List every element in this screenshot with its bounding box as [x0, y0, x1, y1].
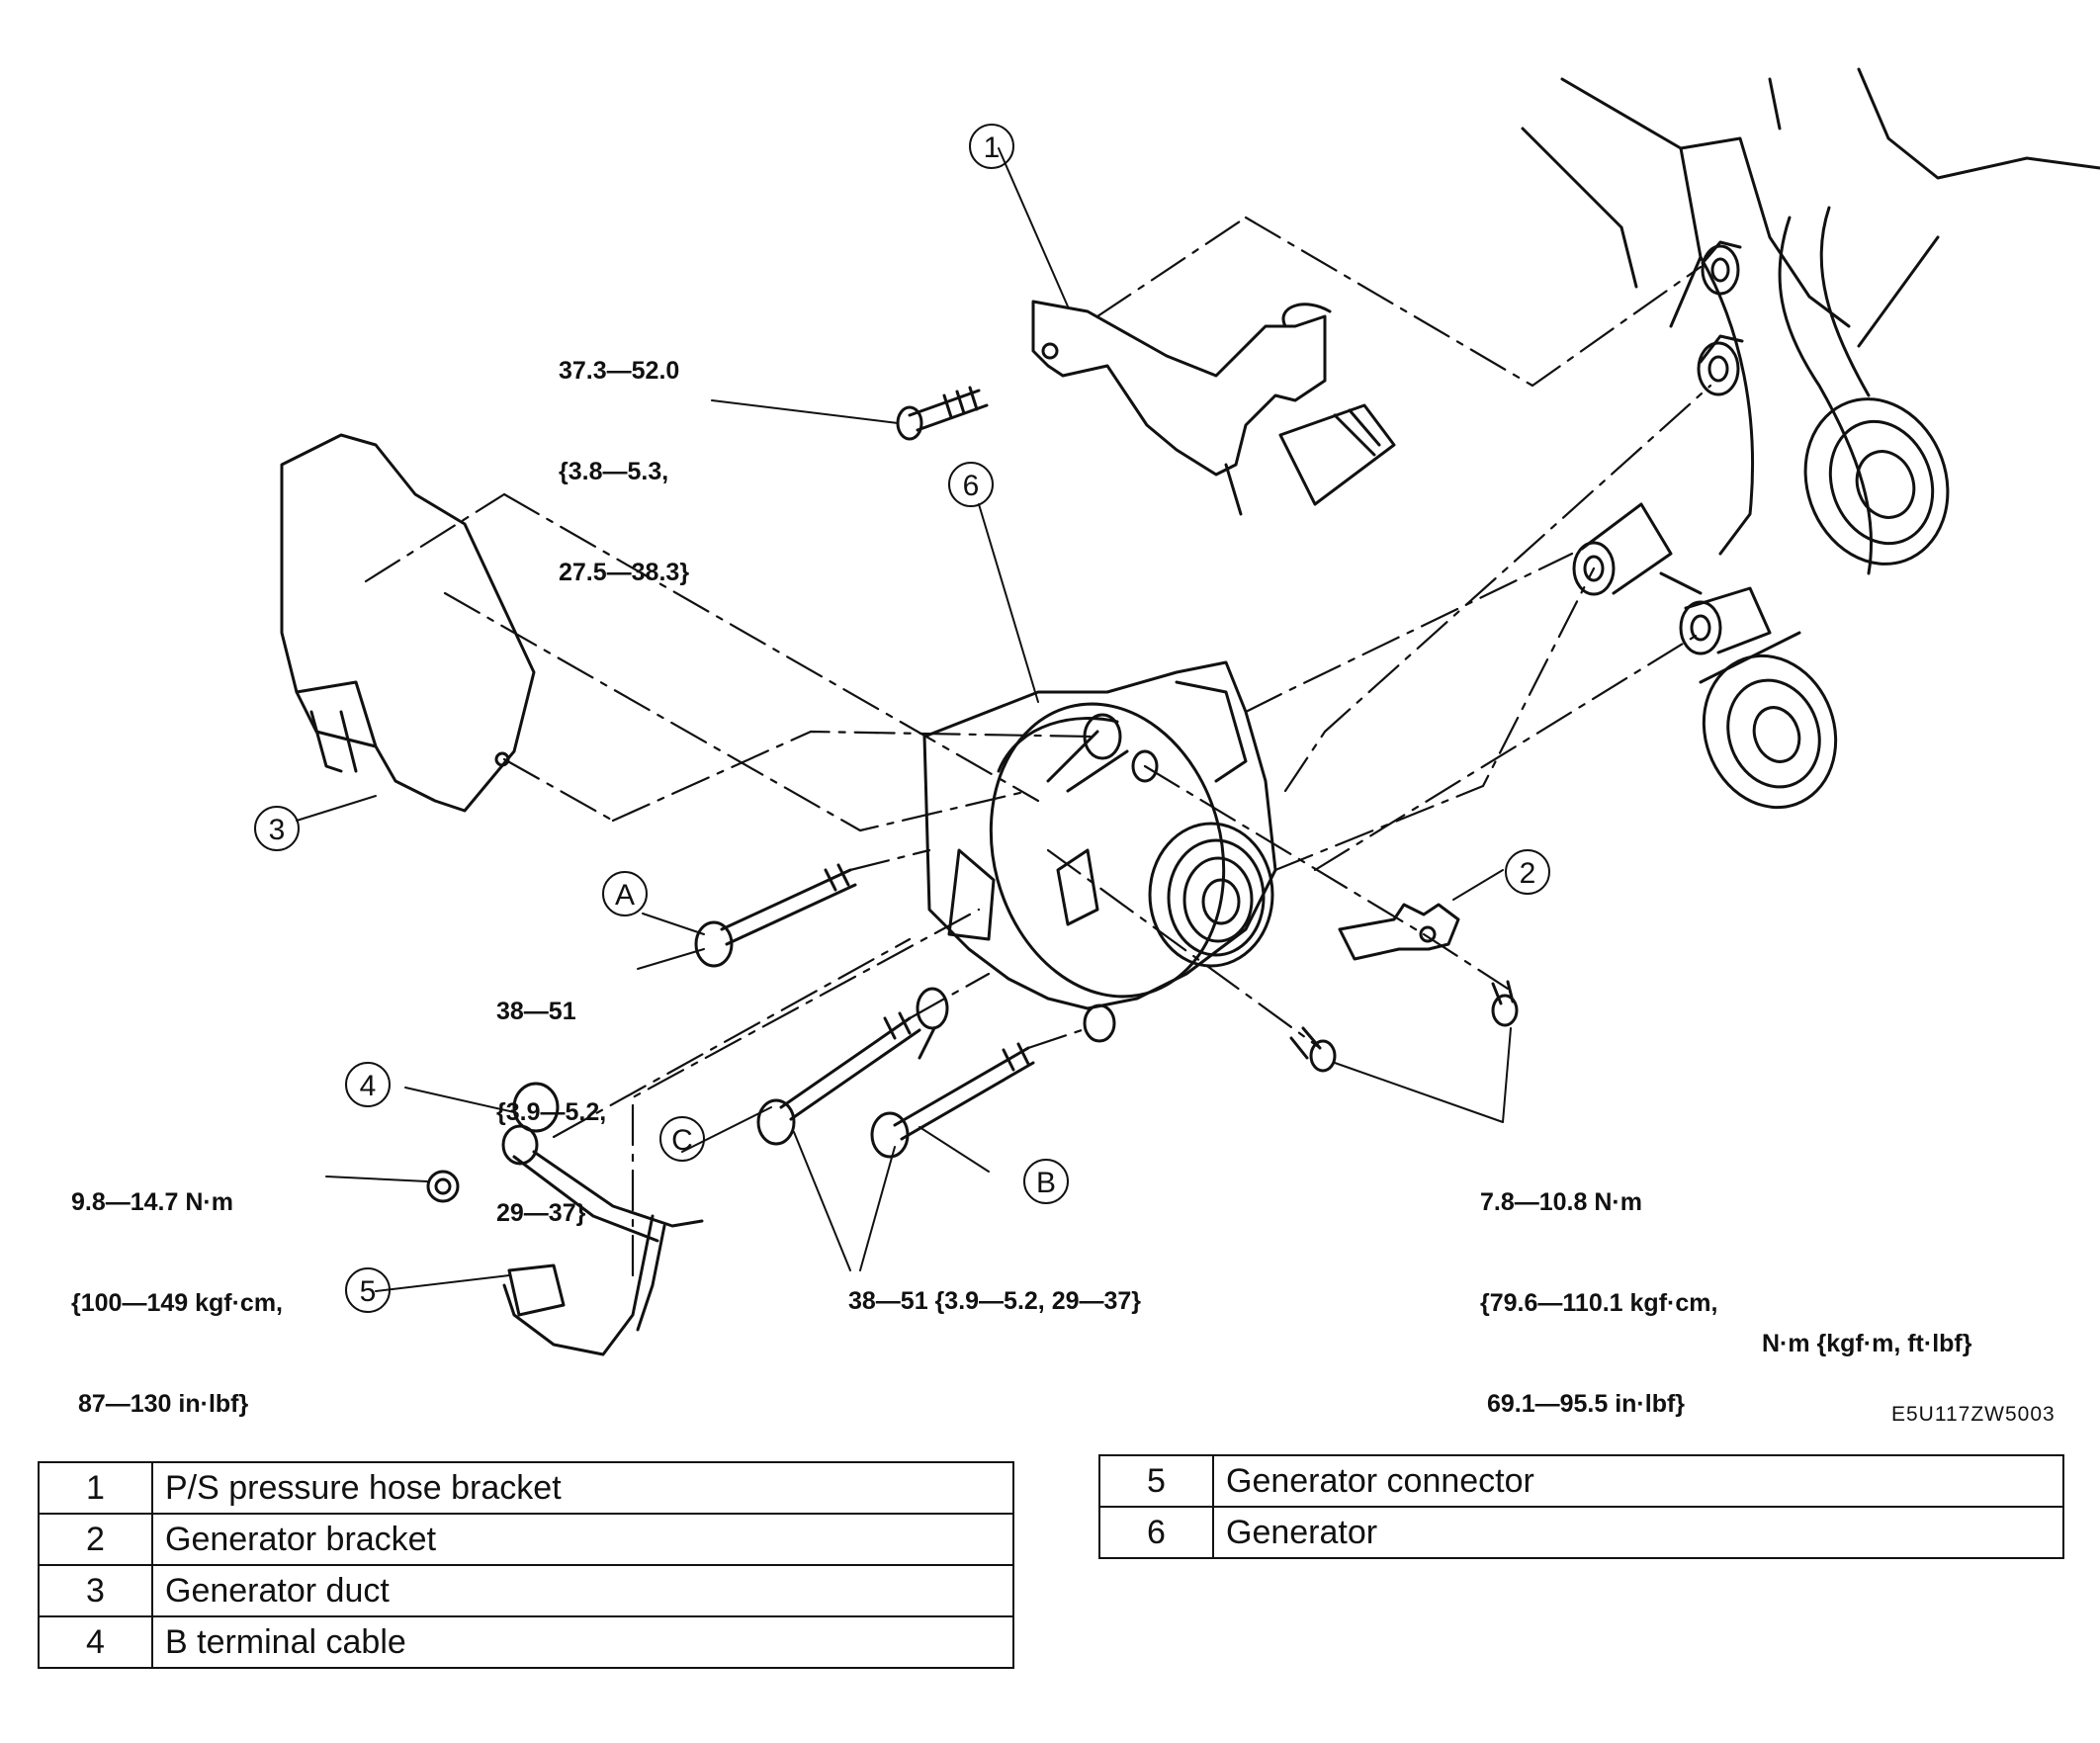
torque-line: 38—51 [496, 998, 576, 1025]
ps-pressure-hose-bracket [1031, 300, 1396, 516]
callout-c: C [671, 1124, 693, 1157]
callout-circles [254, 124, 1550, 1313]
small-bolts [1289, 980, 1519, 1073]
callout-1: 1 [984, 131, 1001, 164]
leader-lines [296, 147, 1512, 1292]
alignment-lines [364, 216, 1712, 1277]
part-name: P/S pressure hose bracket [151, 1461, 1014, 1515]
torque-line: 7.8—10.8 N·m [1480, 1188, 1642, 1216]
torque-line: {100—149 kgf·cm, [71, 1289, 284, 1317]
bolt-a [694, 863, 857, 968]
callout-6: 6 [963, 470, 980, 502]
part-name: Generator [1212, 1506, 2064, 1559]
bolt-b [870, 1042, 1035, 1159]
part-number: 2 [38, 1513, 153, 1566]
torque-line: 27.5—38.3} [559, 559, 690, 586]
torque-line: 29—37} [496, 1199, 586, 1227]
torque-bracket-bolt: 37.3—52.0 {3.8—5.3, 27.5—38.3} [559, 287, 689, 623]
b-terminal-nut [426, 1170, 460, 1203]
part-number: 6 [1098, 1506, 1214, 1559]
callout-2: 2 [1520, 857, 1536, 890]
torque-b-terminal-nut: 9.8—14.7 N·m {100—149 kgf·cm, 87—130 in·… [71, 1118, 283, 1454]
torque-small-bolts: 7.8—10.8 N·m {79.6—110.1 kgf·cm, 69.1—95… [1480, 1118, 1717, 1454]
part-name: B terminal cable [151, 1615, 1014, 1669]
part-name: Generator duct [151, 1564, 1014, 1617]
engine-mount-bosses [1572, 240, 1772, 655]
callout-b: B [1036, 1167, 1056, 1199]
torque-line: 37.3—52.0 [559, 357, 680, 385]
torque-line: 87—130 in·lbf} [71, 1390, 249, 1418]
part-number: 4 [38, 1615, 153, 1669]
part-number: 3 [38, 1564, 153, 1617]
torque-bolt-a: 38—51 {3.9—5.2, 29—37} [496, 927, 606, 1264]
torque-bolts-bc: 38—51 {3.9—5.2, 29—37} [848, 1287, 1142, 1315]
bolt-c [756, 1011, 921, 1146]
spacer-washer [916, 987, 949, 1060]
part-number: 5 [1098, 1454, 1214, 1508]
callout-3: 3 [269, 814, 286, 846]
engine-block-outline [1521, 67, 2100, 575]
bracket-bolt [896, 386, 989, 441]
callout-a: A [615, 879, 635, 912]
torque-line: 9.8—14.7 N·m [71, 1188, 233, 1216]
part-name: Generator connector [1212, 1454, 2064, 1508]
part-number: 1 [38, 1461, 153, 1515]
idler-pulley-lower [1699, 631, 1838, 810]
callout-5: 5 [360, 1275, 377, 1308]
torque-line: {3.9—5.2, [496, 1098, 607, 1126]
torque-line: 69.1—95.5 in·lbf} [1480, 1390, 1686, 1418]
units-note: N·m {kgf·m, ft·lbf} [1762, 1330, 1972, 1357]
figure-code: E5U117ZW5003 [1891, 1403, 2056, 1426]
generator-connector [507, 1264, 566, 1317]
generator-bracket [1338, 903, 1460, 961]
torque-line: {79.6—110.1 kgf·cm, [1480, 1289, 1718, 1317]
torque-line: {3.8—5.3, [559, 458, 669, 485]
idler-pulley-upper [1803, 397, 1950, 566]
generator-duct [280, 433, 536, 813]
b-terminal-cable [501, 1082, 704, 1356]
callout-4: 4 [360, 1070, 377, 1102]
part-name: Generator bracket [151, 1513, 1014, 1566]
generator [922, 660, 1277, 1043]
